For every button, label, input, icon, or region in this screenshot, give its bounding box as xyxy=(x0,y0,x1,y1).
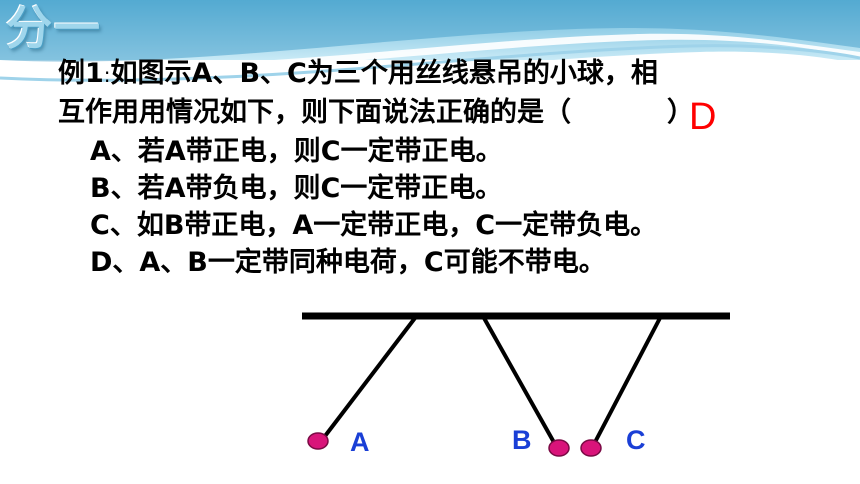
corner-title: 分一 xyxy=(6,1,102,55)
option-c: C、如B带正电，A一定带正电，C一定带负电。 xyxy=(90,210,658,241)
answer-mark: D xyxy=(689,96,717,138)
pendulum-diagram xyxy=(302,312,730,457)
thread-b xyxy=(482,317,558,447)
question-line2: 互作用用情况如下，则下面说法正确的是（ xyxy=(58,97,571,128)
option-a: A、若A带正电，则C一定带正电。 xyxy=(90,136,503,167)
options-list: A、若A带正电，则C一定带正电。 B、若A带负电，则C一定带正电。 C、如B带正… xyxy=(90,133,657,281)
question-line2-close: ） xyxy=(667,97,694,128)
ball-c xyxy=(580,439,602,457)
thread-c xyxy=(591,317,662,447)
label-c: C xyxy=(626,425,646,455)
option-d: D、A、B一定带同种电荷，C可能不带电。 xyxy=(90,247,606,278)
ball-b xyxy=(548,439,570,457)
question-line1: 如图示A、B、C为三个用丝线悬吊的小球，相 xyxy=(110,58,658,89)
question-label: 例1 xyxy=(58,58,104,89)
question-text: 例1:如图示A、B、C为三个用丝线悬吊的小球，相 互作用用情况如下，则下面说法正… xyxy=(58,55,838,131)
label-a: A xyxy=(350,427,370,457)
label-b: B xyxy=(512,425,532,455)
thread-a xyxy=(320,316,417,442)
ball-a xyxy=(307,432,329,450)
header-banner xyxy=(0,0,860,95)
option-b: B、若A带负电，则C一定带正电。 xyxy=(90,173,503,204)
question-colon: : xyxy=(103,63,111,87)
